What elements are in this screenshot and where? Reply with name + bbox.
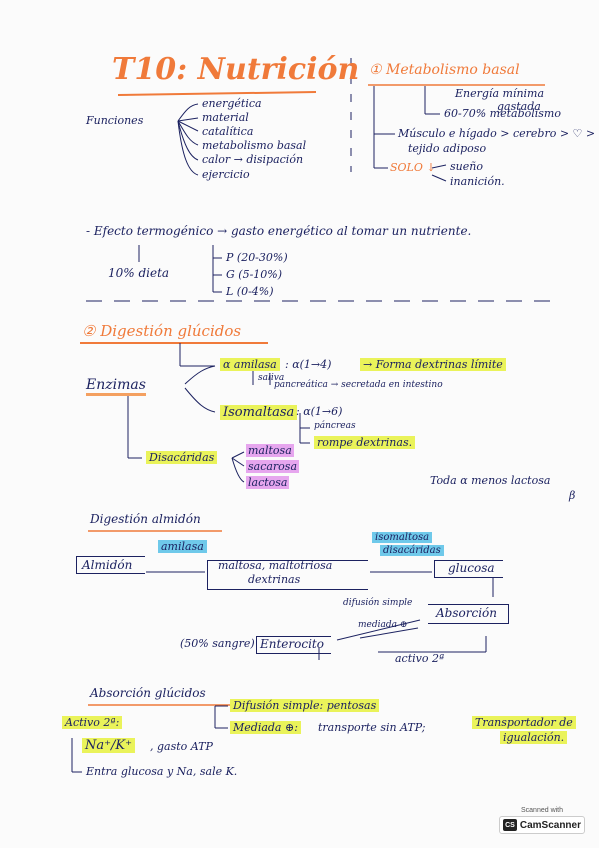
energia-minima: Energía mínima (455, 87, 545, 100)
almidon-label: Almidón (82, 558, 133, 572)
maltosa: maltosa (246, 444, 294, 457)
proteinas-pct: P (20-30%) (226, 251, 288, 264)
camscanner-name: CamScanner (519, 819, 581, 831)
saliva: saliva (258, 373, 285, 383)
funcion-item: energética (202, 97, 262, 110)
scanned-with-text: Scanned with (520, 807, 564, 814)
camscanner-logo: CS CamScanner (499, 816, 585, 834)
metabolismo-heading: ① Metabolismo basal (369, 62, 520, 78)
absorcion-label: Absorción (436, 606, 497, 620)
isomaltosa-tag-2: disacáridas (380, 545, 444, 556)
pancreatica: pancreática → secretada en intestino (274, 380, 443, 390)
absorcion-glucidos-heading: Absorción glúcidos (90, 686, 206, 700)
isomaltasa-enlace: : α(1→6) (296, 405, 343, 418)
enzimas-label: Enzimas (86, 377, 146, 396)
glucosa-box (434, 560, 503, 578)
amilasa-label: α amilasa (220, 358, 280, 371)
almidon-box (76, 556, 145, 574)
maltosa-box (207, 560, 368, 590)
camscanner-watermark: Scanned with CS CamScanner (499, 807, 585, 834)
page-title: T10: Nutrición (112, 52, 360, 87)
energia-gastada: gastada (497, 100, 541, 113)
funcion-item: metabolismo basal (202, 139, 307, 152)
entra-glucosa: Entra glucosa y Na, sale K. (86, 765, 238, 778)
amilasa-tag: amilasa (158, 540, 207, 553)
solo-label: SOLO ↓ (390, 161, 436, 174)
pancreas: páncreas (314, 421, 356, 431)
sangre-pct: (50% sangre) (180, 637, 255, 650)
rompe-dextrinas: rompe dextrinas. (314, 436, 416, 449)
organos-orden: Músculo e hígado > cerebro > ♡ > (398, 127, 596, 140)
amilasa-result: → Forma dextrinas límite (360, 358, 506, 371)
glucidos-pct: G (5-10%) (226, 268, 283, 281)
isomaltosa-tag-1: isomaltosa (372, 532, 433, 543)
nota-beta: β (569, 489, 576, 502)
maltosa-line-1: maltosa, maltotriosa (218, 559, 333, 572)
enterocito-box (256, 636, 331, 654)
dieta-pct: 10% dieta (108, 266, 170, 280)
funcion-item: ejercicio (202, 168, 250, 181)
transportador-2: igualación. (500, 731, 568, 744)
funcion-item: calor → disipación (202, 153, 304, 166)
mediada-label: Mediada ⊕: (230, 721, 301, 734)
funcion-item: material (202, 111, 249, 124)
tejido-adiposo: tejido adiposo (408, 142, 487, 155)
amilasa-enlace: : α(1→4) (285, 358, 332, 371)
nota-alpha: Toda α menos lactosa (430, 474, 551, 487)
metabolismo-pct: 60-70% metabolismo (444, 107, 561, 120)
glucosa-label: glucosa (448, 561, 495, 575)
funcion-item: catalítica (202, 125, 254, 138)
digestion-almidon-heading: Digestión almidón (90, 512, 201, 526)
funciones-label: Funciones (86, 114, 144, 127)
disacaridas-label: Disacáridas (146, 451, 218, 464)
difusion-simple-pentosas: Difusión simple: pentosas (230, 699, 380, 712)
sacarosa: sacarosa (246, 460, 300, 473)
enterocito-label: Enterocito (260, 637, 324, 651)
transporte-sin-atp: transporte sin ATP; (318, 721, 426, 734)
difusion-simple: difusión simple (343, 598, 413, 608)
lactosa: lactosa (246, 476, 290, 489)
transportador-1: Transportador de (472, 716, 576, 729)
activo-2-label: Activo 2ª: (62, 716, 123, 729)
termogenico-line: - Efecto termogénico → gasto energético … (86, 224, 472, 238)
inanicion: inanición. (450, 175, 505, 188)
maltosa-line-2: dextrinas (248, 573, 301, 586)
gasto-atp: , gasto ATP (150, 740, 213, 753)
digestion-glucidos-heading: ② Digestión glúcidos (82, 322, 242, 340)
lipidos-pct: L (0-4%) (226, 285, 274, 298)
sueno: sueño (450, 160, 483, 173)
isomaltasa-label: Isomaltasa (220, 405, 298, 420)
absorcion-box (428, 604, 509, 624)
activo-secundario: activo 2ª (395, 652, 445, 665)
camscanner-icon: CS (503, 819, 517, 831)
na-k-label: Na⁺/K⁺ (82, 738, 135, 753)
mediada: mediada ⊕ (358, 620, 408, 630)
